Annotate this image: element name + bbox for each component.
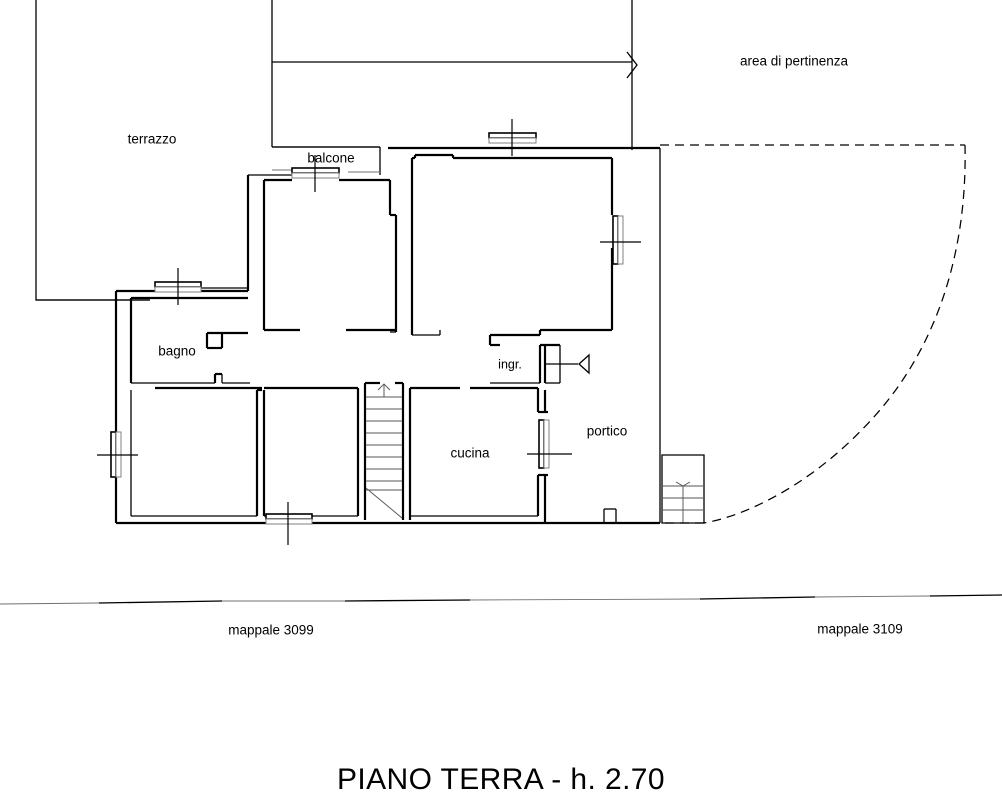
drawing-title: PIANO TERRA - h. 2.70 [337, 763, 665, 796]
window-east-cucina [527, 419, 572, 469]
soggiorno-outline [410, 153, 614, 337]
ingresso-door-arrow-icon [545, 353, 590, 375]
parcel-label-group: mappale 3099 mappale 3109 [228, 622, 903, 638]
cucina-outline [408, 386, 548, 523]
camera-centro-outline [262, 386, 360, 517]
area-label-pertinenza: area di pertinenza [740, 54, 849, 69]
exterior-staircase [661, 454, 705, 524]
openings-group [97, 119, 641, 545]
parcel-label-3109: mappale 3109 [817, 622, 903, 637]
window-south-camera [265, 502, 313, 545]
room-label-group: terrazzo balcone bagno ingr. cucina port… [128, 54, 849, 461]
room-label-ingresso: ingr. [498, 357, 522, 371]
portico-outline [603, 508, 617, 523]
room-label-bagno: bagno [158, 344, 196, 359]
room-label-balcone: balcone [307, 151, 354, 166]
parcel-label-3099: mappale 3099 [228, 623, 314, 638]
window-balcone [291, 155, 340, 192]
camera-ovest-outline [130, 386, 262, 517]
window-west-camera [97, 431, 138, 478]
room-label-cucina: cucina [450, 446, 490, 461]
parcel-divider-line [0, 594, 1002, 605]
window-north-soggiorno [488, 119, 537, 156]
camera-nord-outline [262, 178, 398, 333]
window-terrazzo-south [154, 268, 202, 305]
building-envelope [114, 146, 661, 525]
interior-staircase [363, 381, 405, 520]
pertinenza-arrow-icon [626, 0, 638, 150]
bagno-outline [129, 296, 250, 384]
area-pertinenza-boundary [660, 144, 966, 524]
room-label-portico: portico [587, 424, 628, 439]
window-east-soggiorno [600, 215, 641, 265]
room-label-terrazzo: terrazzo [128, 132, 177, 147]
